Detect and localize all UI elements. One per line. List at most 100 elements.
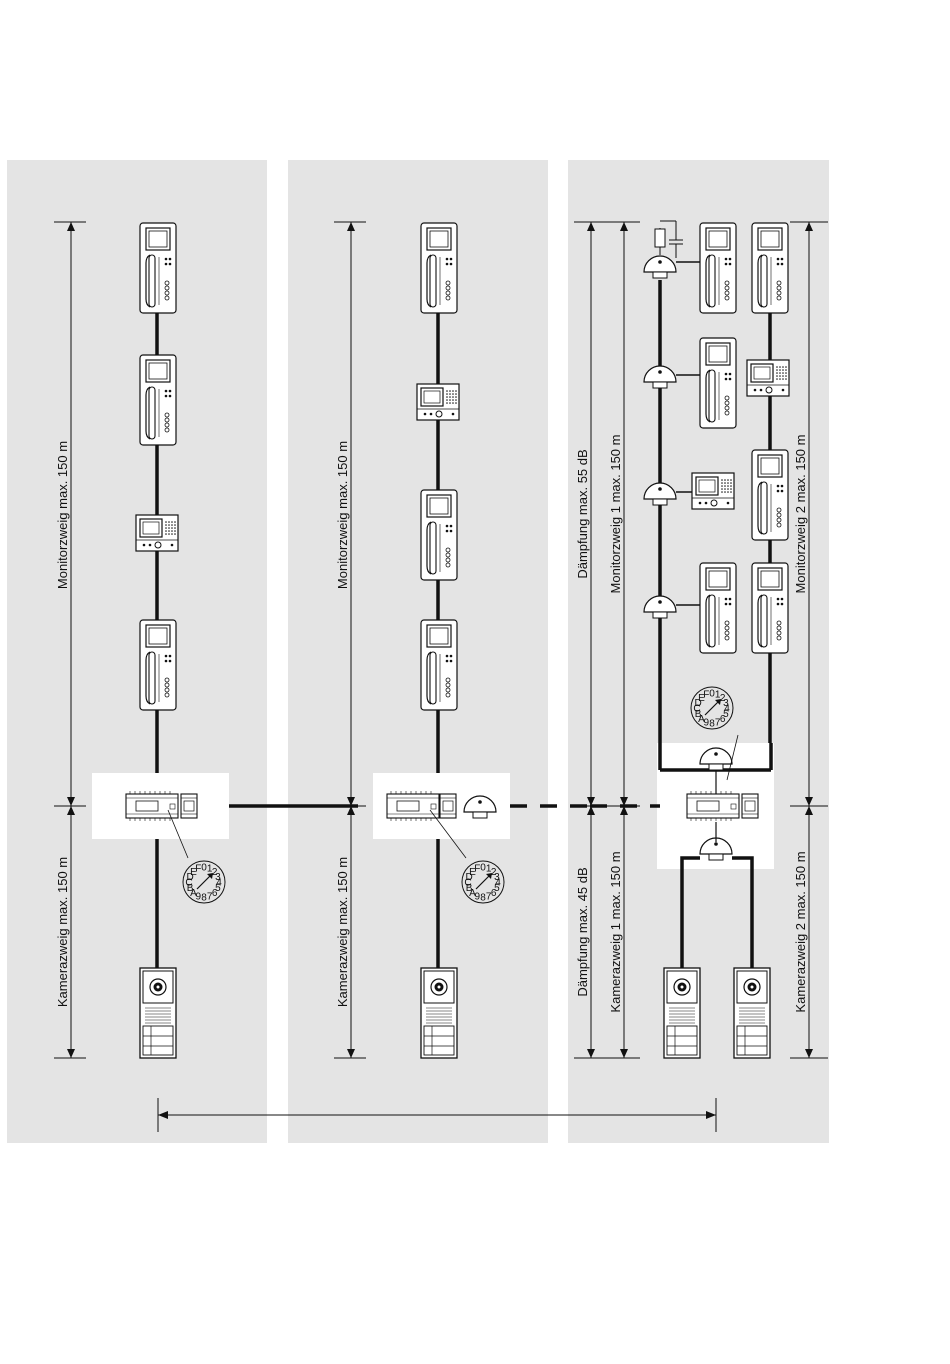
panel-2-background [288,160,548,1143]
dial-digit: 1 [715,690,721,701]
dial-digit: 3 [215,872,221,883]
dial-digit: 7 [486,891,492,902]
dial-digit: 5 [723,709,729,720]
dial-digit: B [187,883,194,894]
distribution-unit [439,793,457,819]
camera-branch-2-label: Kamerazweig 2 max. 150 m [793,851,808,1012]
distribution-unit [686,790,740,822]
dial-digit: 2 [720,693,726,704]
door-station [663,967,701,1059]
dial-digit: 9 [475,891,481,902]
dial-digit: 9 [704,717,710,728]
distribution-unit [741,793,759,819]
dial-digit: E [469,867,476,878]
handset-monitor [699,562,737,654]
dial-digit: 8 [201,893,207,904]
dial-digit: C [693,704,700,715]
dial-pointer-head [207,873,213,879]
dial-digit: D [465,872,472,883]
handset-monitor [420,222,458,314]
monitor-branch-1-label: Monitorzweig 1 max. 150 m [608,435,623,594]
dial-digit: 6 [720,714,726,725]
handset-monitor [751,222,789,314]
dial-digit: 5 [215,883,221,894]
dial-digit: 8 [480,893,486,904]
dial-digit: 1 [207,864,213,875]
monitor-attenuation-label: Dämpfung max. 55 dB [575,449,590,578]
dial-digit: D [186,872,193,883]
dial-digit: 1 [486,864,492,875]
distribution-unit [386,790,440,822]
handset-monitor [139,619,177,711]
dial-digit: 4 [724,704,730,715]
dial-digit: 5 [494,883,500,894]
dial-digit: 0 [480,863,486,874]
handset-monitor [699,222,737,314]
monitor-branch-label: Monitorzweig max. 150 m [55,441,70,589]
handsfree-monitor [746,359,790,397]
camera-branch-label: Kamerazweig max. 150 m [335,857,350,1007]
dial-digit: F [703,690,709,701]
handset-monitor [139,222,177,314]
dial-pointer [475,874,491,890]
dial-digit: 8 [709,719,715,730]
dial-digit: C [464,878,471,889]
dial-digit: 3 [494,872,500,883]
dial-digit: C [185,878,192,889]
dial-pointer [196,874,212,890]
dial-digit: F [474,864,480,875]
dial-digit: 6 [212,888,218,899]
camera-attenuation-label: Dämpfung max. 45 dB [575,867,590,996]
dial-digit: B [695,709,702,720]
dial-digit: F [195,864,201,875]
dial-face [182,860,226,904]
dial-pointer-head [486,873,492,879]
dial-face [690,686,734,730]
dial-digit: 7 [207,891,213,902]
door-station [420,967,458,1059]
handset-monitor [420,619,458,711]
dial-digit: 9 [196,891,202,902]
monitor-branch-label: Monitorzweig max. 150 m [335,441,350,589]
dial-digit: 7 [715,717,721,728]
dial-digit: 2 [212,867,218,878]
handset-monitor [139,354,177,446]
handset-monitor [699,337,737,429]
distribution-unit [180,793,198,819]
dial-digit: 4 [495,878,501,889]
dial-digit: 0 [709,689,715,700]
panel-2: Monitorzweig max. 150 m Kamerazweig max.… [334,221,590,1059]
handsfree-monitor [135,514,179,552]
dial-digit: 2 [491,867,497,878]
overall-span-arrow [157,1098,717,1132]
dial-digit: A [698,714,705,725]
dial-pointer-head [715,699,721,705]
dial-digit: 4 [216,878,222,889]
camera-branch-1-label: Kamerazweig 1 max. 150 m [608,851,623,1012]
dial-digit: 0 [201,863,207,874]
handset-monitor [751,562,789,654]
panel-1: Monitorzweig max. 150 m Kamerazweig max.… [54,221,358,1059]
door-station [139,967,177,1059]
dial-digit: 6 [491,888,497,899]
monitor-branch-2-label: Monitorzweig 2 max. 150 m [793,435,808,594]
handset-monitor [751,449,789,541]
dial-digit: E [698,693,705,704]
dial-digit: A [469,888,476,899]
dial-digit: A [190,888,197,899]
handset-monitor [420,489,458,581]
dial-digit: E [190,867,197,878]
panel-1-background [7,160,267,1143]
handsfree-monitor [416,383,460,421]
handsfree-monitor [691,472,735,510]
dial-face [461,860,505,904]
dial-digit: B [466,883,473,894]
camera-branch-label: Kamerazweig max. 150 m [55,857,70,1007]
dial-digit: 3 [723,698,729,709]
door-station [733,967,771,1059]
